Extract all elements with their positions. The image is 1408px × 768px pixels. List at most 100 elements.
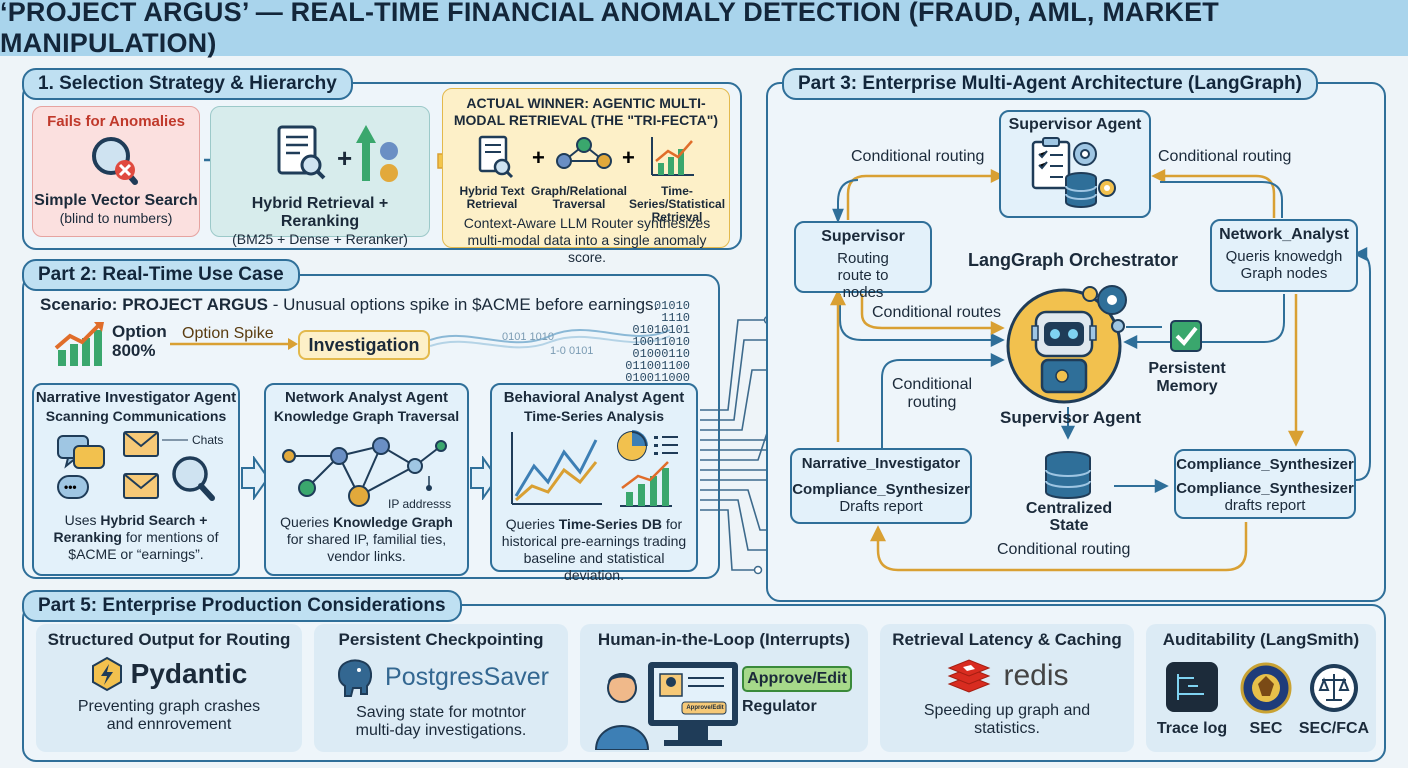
binary-line: 10011010	[632, 335, 690, 349]
robot-supervisor-icon	[1006, 285, 1127, 404]
redis-logo-text: redis	[1003, 659, 1069, 692]
supervisor-node: Supervisor Routing route to nodes	[794, 221, 932, 301]
network-analyst-node: Network_Analyst Queris knowedgh Graph no…	[1210, 219, 1358, 292]
part5-tab: Part 5: Enterprise Production Considerat…	[22, 590, 462, 622]
tri-label-3: Time-Series/Statistical Retrieval	[629, 184, 726, 224]
cond-routes-label: Conditional routes	[872, 304, 1001, 321]
cond-routing-bottom: Conditional routing	[997, 541, 1131, 558]
winner-desc: Context-Aware LLM Router synthesizes mul…	[463, 215, 711, 265]
behavioral-agent-title: Behavioral Analyst Agent	[503, 389, 685, 406]
lightning-icon	[91, 656, 122, 692]
redis-card-title: Retrieval Latency & Caching	[892, 630, 1122, 649]
pydantic-logo-text: Pydantic	[130, 658, 248, 689]
chat-email-icon: Chats •••	[57, 431, 223, 501]
spike-arrow	[170, 338, 298, 350]
time-series-chart-icon	[511, 430, 678, 507]
network-analyst-title: Network_Analyst	[1219, 226, 1349, 243]
network-agent-subtitle: Knowledge Graph Traversal	[273, 408, 460, 424]
hybrid-title: Hybrid Retrieval + Reranking	[251, 195, 389, 230]
svg-text:1-0 0101: 1-0 0101	[550, 345, 593, 357]
simple-search-sub: (blind to numbers)	[59, 210, 173, 226]
cond-routing-mid: Conditional routing	[891, 376, 973, 411]
binary-line: 011001100	[625, 359, 690, 373]
simple-search-title: Simple Vector Search	[34, 192, 198, 209]
sec-seal-icon	[1240, 662, 1292, 714]
document-search-icon: +	[277, 125, 398, 182]
behavioral-agent-desc: Queries Time-Series DB for historical pr…	[500, 516, 688, 584]
tri-fecta-icons: + +	[478, 135, 694, 179]
behavioral-agent-card: Behavioral Analyst Agent Time-Series Ana…	[490, 383, 698, 583]
screen-approve-label: Approve/Edit	[686, 705, 724, 711]
sec-label: SEC	[1249, 720, 1283, 737]
narrative-agent-card: Narrative Investigator Agent Scanning Co…	[32, 383, 240, 576]
supervisor-center-label: Supervisor Agent	[1000, 408, 1142, 427]
cond-routing-right: Conditional routing	[1158, 148, 1292, 165]
cond-routing-left: Conditional routing	[851, 148, 985, 165]
trace-log-label: Trace log	[1156, 720, 1228, 737]
binary-line: 010011000	[625, 371, 690, 385]
option-label: Option 800%	[112, 322, 167, 360]
supervisor-top-title: Supervisor Agent	[1008, 116, 1142, 133]
binary-line: 01010	[653, 299, 690, 313]
binary-line: 01010101	[632, 323, 690, 337]
investigation-box: Investigation	[298, 330, 430, 360]
regulator-label: Regulator	[742, 698, 817, 715]
trace-log-icon	[1166, 662, 1218, 712]
desc-bold: Time-Series DB	[558, 516, 662, 532]
svg-text:+: +	[622, 145, 635, 170]
persistent-memory-label: Persistent Memory	[1148, 360, 1226, 395]
desc-pre: Uses	[64, 512, 101, 528]
auditability-title: Auditability (LangSmith)	[1162, 630, 1360, 649]
narrative-investigator-text: Drafts report	[839, 498, 923, 515]
network-agent-card: Network Analyst Agent Knowledge Graph Tr…	[264, 383, 469, 576]
knowledge-graph-icon	[281, 437, 447, 507]
approve-edit-button[interactable]: Approve/Edit	[742, 666, 852, 692]
centralized-state-label: Centralized State	[1025, 500, 1113, 534]
redis-card: Retrieval Latency & Caching redis Speedi…	[880, 624, 1134, 752]
narrative-agent-desc: Uses Hybrid Search + Reranking for menti…	[42, 512, 230, 563]
checkmark-icon	[1170, 320, 1202, 352]
scenario-label: Scenario: PROJECT ARGUS	[40, 295, 268, 314]
pydantic-card: Structured Output for Routing Pydantic P…	[36, 624, 302, 752]
postgres-card-title: Persistent Checkpointing	[338, 630, 544, 649]
compliance-synthesizer-sub: Compliance_Synthesizer	[1176, 480, 1354, 497]
flow-arrow	[241, 456, 270, 500]
desc-post: for historical pre-earnings trading base…	[501, 516, 687, 583]
narrative-investigator-sub: Compliance_Synthesizer	[792, 481, 970, 498]
tri-label-1: Hybrid Text Retrieval	[459, 184, 525, 211]
binary-line: 1110	[661, 311, 690, 325]
pydantic-logo: Pydantic	[36, 656, 302, 692]
svg-text:0101 1010: 0101 1010	[502, 331, 554, 343]
winner-box: ACTUAL WINNER: AGENTIC MULTI-MODAL RETRI…	[442, 88, 730, 265]
auditability-card: Auditability (LangSmith) Trace log SEC S…	[1146, 624, 1376, 752]
hybrid-sub: (BM25 + Dense + Reranker)	[232, 231, 408, 247]
pydantic-desc: Preventing graph crashes and ennrovement	[77, 698, 261, 733]
supervisor-node-title: Supervisor	[821, 228, 905, 245]
tri-label-2: Graph/Relational Traversal	[531, 184, 628, 211]
desc-bold: Knowledge Graph	[333, 514, 453, 530]
redis-cube-icon	[948, 659, 991, 693]
hybrid-box: + Hybrid Retrieval + Reranking (BM25 + D…	[210, 106, 430, 247]
human-in-loop-card: Human-in-the-Loop (Interrupts) Approve/E…	[580, 624, 868, 752]
svg-text:Chats: Chats	[192, 433, 223, 447]
scales-justice-icon	[1310, 664, 1358, 712]
narrative-investigator-node: Narrative_Investigator Compliance_Synthe…	[790, 448, 972, 524]
winner-title: ACTUAL WINNER: AGENTIC MULTI-MODAL RETRI…	[453, 95, 719, 128]
scenario-text: - Unusual options spike in $ACME before …	[267, 295, 659, 314]
ip-address-label: IP addresss	[388, 497, 452, 511]
page-title: ‘PROJECT ARGUS’ — REAL-TIME FINANCIAL AN…	[0, 0, 1408, 58]
postgres-logo: PostgresSaver	[314, 656, 568, 698]
data-stream: 0101 1010 1-0 0101	[430, 329, 671, 357]
desc-bold: Hybrid Search + Reranking	[53, 512, 208, 545]
network-agent-title: Network Analyst Agent	[284, 389, 449, 406]
redis-logo: redis	[880, 656, 1134, 696]
person-computer-icon	[594, 662, 738, 750]
svg-text:+: +	[532, 145, 545, 170]
binary-line: 01000110	[632, 347, 690, 361]
part3-tab: Part 3: Enterprise Multi-Agent Architect…	[782, 68, 1318, 100]
elephant-icon	[338, 659, 373, 697]
sec-fca-label: SEC/FCA	[1298, 720, 1370, 737]
svg-text:•••: •••	[64, 480, 77, 494]
magnifier-fail-icon	[92, 137, 138, 185]
behavioral-agent-subtitle: Time-Series Analysis	[523, 408, 665, 424]
